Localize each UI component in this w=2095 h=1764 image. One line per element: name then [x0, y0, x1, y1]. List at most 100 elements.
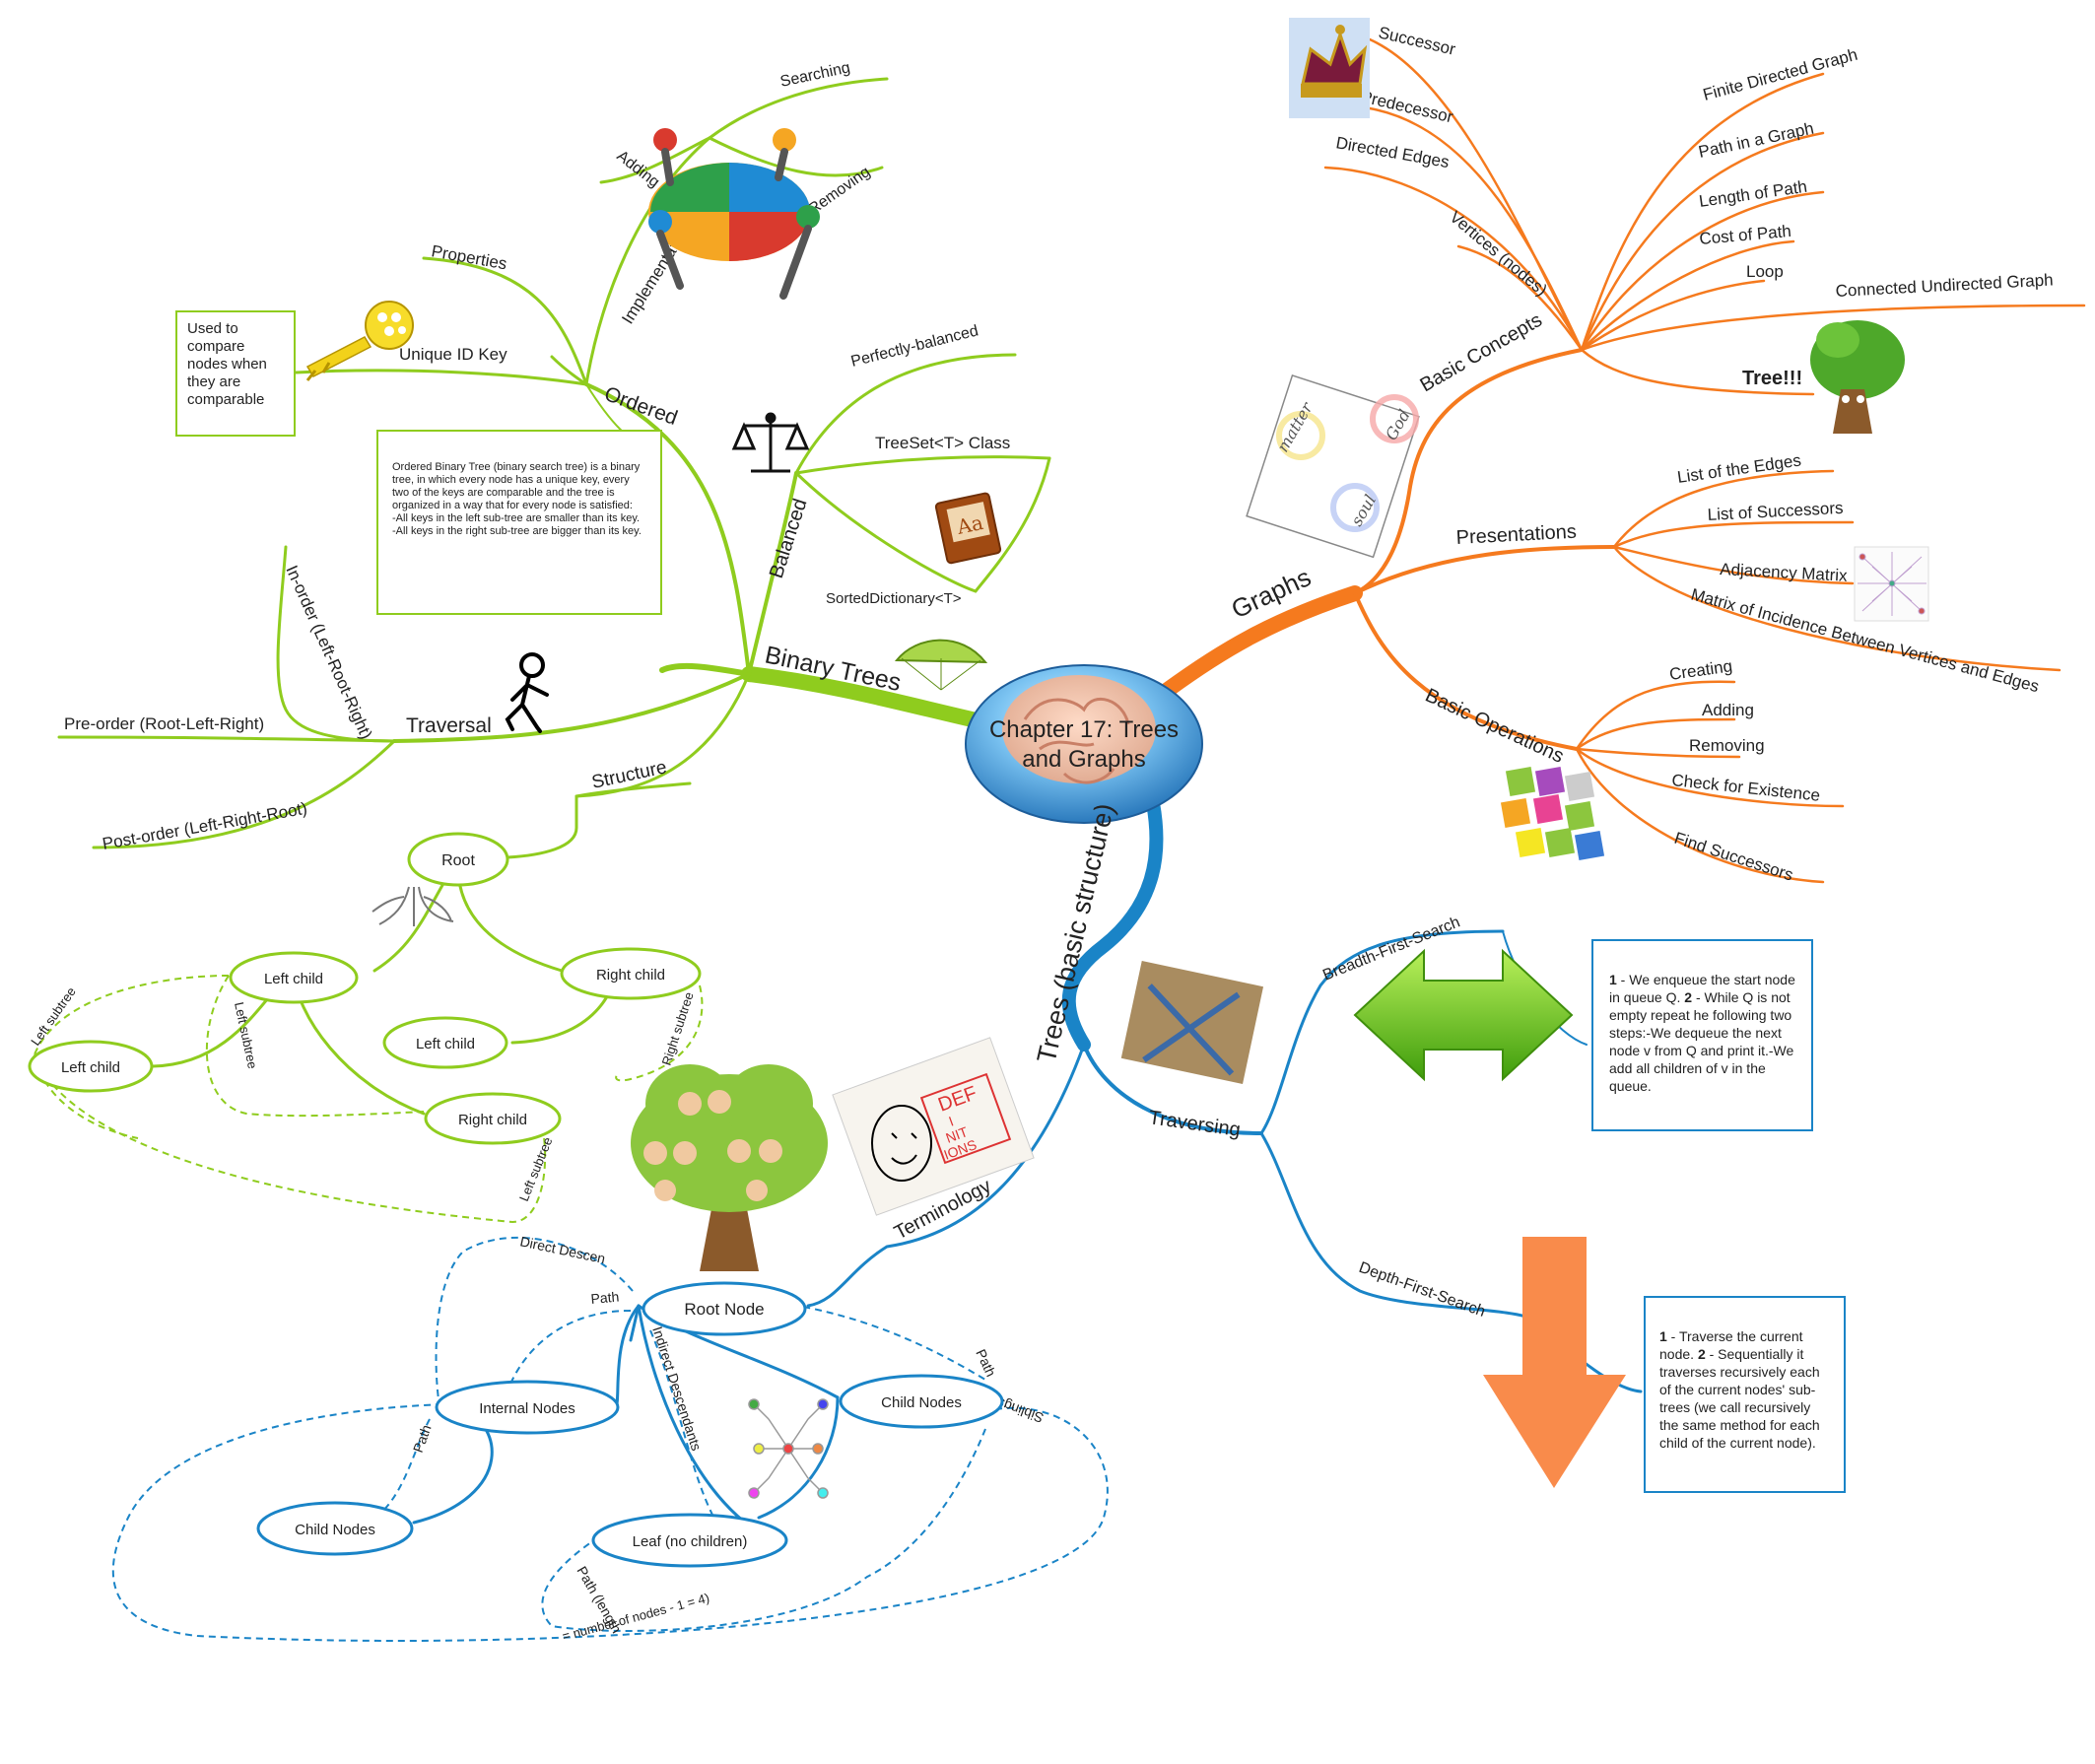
running-man-icon	[505, 652, 549, 733]
concept-finite-directed-graph[interactable]: Finite Directed Graph	[1701, 45, 1859, 104]
sorted-dictionary-label[interactable]: SortedDictionary<T>	[826, 590, 962, 607]
right-subtree-label: Right subtree	[659, 990, 697, 1067]
node-root-node[interactable]: Root Node	[642, 1281, 807, 1336]
book-icon: Aa	[934, 492, 1002, 565]
key-note: Used to compare nodes when they are comp…	[175, 310, 296, 437]
crown-icon	[1289, 18, 1370, 118]
left-subtree-label: Left subtree	[28, 984, 79, 1049]
balanced-label[interactable]: Balanced	[766, 496, 812, 580]
concept-length-of-path[interactable]: Length of Path	[1698, 177, 1808, 211]
basic-operations-label[interactable]: Basic Operations	[1422, 685, 1567, 768]
tree-character-icon	[1810, 320, 1905, 434]
root-node-label: Root Node	[684, 1300, 764, 1319]
concept-tree[interactable]: Tree!!!	[1742, 368, 1802, 389]
operation-removing[interactable]: Removing	[1689, 736, 1765, 755]
trees-labels: Trees (basic structure) Traversing Bread…	[410, 800, 1488, 1643]
internal-nodes-label: Internal Nodes	[479, 1400, 575, 1417]
node-root[interactable]: Root	[407, 832, 509, 887]
postorder-label[interactable]: Post-order (Left-Right-Root)	[101, 799, 308, 853]
dfs-note: 1 - Traverse the current node. 2 - Seque…	[1644, 1296, 1846, 1493]
searching-label[interactable]: Searching	[778, 59, 851, 91]
node-left-right-child[interactable]: Right child	[424, 1092, 562, 1145]
traversing-label[interactable]: Traversing	[1147, 1107, 1242, 1141]
preorder-label[interactable]: Pre-order (Root-Left-Right)	[64, 714, 264, 733]
image-word-nit: NIT	[944, 1123, 971, 1146]
center-title-line1: Chapter 17: Trees	[989, 716, 1179, 743]
brain-icon	[1002, 675, 1156, 783]
concept-vertices[interactable]: Vertices (nodes)	[1446, 208, 1550, 301]
presentations-label[interactable]: Presentations	[1455, 521, 1577, 549]
node-child-nodes-right[interactable]: Child Nodes	[839, 1374, 1004, 1429]
operation-creating[interactable]: Creating	[1668, 656, 1733, 684]
perfectly-balanced-label[interactable]: Perfectly-balanced	[849, 322, 980, 371]
terminology-nodes: Root Node Internal Nodes Child Nodes Chi…	[256, 1281, 1004, 1568]
center-topic[interactable]: Chapter 17: Trees and Graphs	[965, 664, 1203, 824]
path-label-1: Path	[590, 1289, 620, 1307]
node-right-child[interactable]: Right child	[560, 947, 702, 1000]
ordered-definition-note: Ordered Binary Tree (binary search tree)…	[376, 430, 662, 615]
left-child-label: Left child	[264, 971, 323, 987]
child-nodes-left-label: Child Nodes	[295, 1522, 375, 1538]
concept-path-in-graph[interactable]: Path in a Graph	[1697, 119, 1815, 162]
right-left-child-label: Left child	[416, 1036, 475, 1052]
concept-loop[interactable]: Loop	[1746, 262, 1784, 281]
definitions-image: DEF I NIT IONS	[832, 1037, 1035, 1216]
node-left-left-child[interactable]: Left child	[28, 1040, 154, 1093]
presentation-adjacency-matrix[interactable]: Adjacency Matrix	[1720, 560, 1849, 585]
operation-find-successors[interactable]: Find Successors	[1672, 829, 1795, 885]
parachute-icon	[894, 639, 988, 691]
properties-label[interactable]: Properties	[430, 241, 508, 273]
path-length-label-2: = number of nodes - 1 = 4)	[561, 1591, 711, 1644]
left-right-child-label: Right child	[458, 1112, 527, 1128]
left-subtree-bottom-label: Left subtree	[516, 1135, 556, 1203]
svg-text:Aa: Aa	[954, 510, 985, 539]
matter-god-soul-image: matter God soul	[1246, 374, 1420, 559]
concept-directed-edges[interactable]: Directed Edges	[1334, 133, 1451, 171]
right-child-label: Right child	[596, 967, 665, 984]
concept-connected-undirected-graph[interactable]: Connected Undirected Graph	[1835, 270, 2054, 301]
operation-adding[interactable]: Adding	[1702, 701, 1754, 719]
puzzle-team-icon	[648, 128, 820, 300]
node-right-left-child[interactable]: Left child	[382, 1016, 508, 1069]
family-tree-icon	[631, 1064, 828, 1271]
bfs-note: 1 - We enqueue the start node in queue Q…	[1591, 939, 1813, 1131]
unique-id-key-label[interactable]: Unique ID Key	[399, 345, 507, 364]
dfs-label[interactable]: Depth-First-Search	[1357, 1259, 1488, 1321]
bfs-label[interactable]: Breadth-First-Search	[1320, 914, 1462, 984]
graphs-branch	[1160, 37, 2086, 884]
adding-label[interactable]: Adding	[614, 148, 663, 191]
presentation-list-of-successors[interactable]: List of Successors	[1707, 499, 1844, 524]
left-left-child-label: Left child	[61, 1059, 120, 1076]
child-nodes-right-label: Child Nodes	[881, 1394, 962, 1411]
inorder-label[interactable]: In-order (Left-Root-Right)	[282, 563, 375, 742]
node-child-nodes-left[interactable]: Child Nodes	[256, 1501, 414, 1556]
treeset-label[interactable]: TreeSet<T> Class	[875, 434, 1010, 452]
concept-successor[interactable]: Successor	[1377, 23, 1457, 58]
root-label: Root	[441, 852, 475, 869]
node-leaf[interactable]: Leaf (no children)	[591, 1513, 788, 1568]
path-label-3: Path	[410, 1422, 435, 1455]
key-icon	[305, 301, 414, 381]
binary-tree-subtree-links	[33, 975, 704, 1224]
leaf-label: Leaf (no children)	[633, 1533, 748, 1550]
binary-trees-branch	[57, 77, 1051, 1116]
node-internal-nodes[interactable]: Internal Nodes	[435, 1380, 620, 1435]
graph-network-icon	[1854, 546, 1929, 622]
direct-descendants-label: Direct Descen	[518, 1233, 606, 1266]
indirect-descendants-label: Indirect Descendants	[649, 1324, 705, 1453]
radial-tree-icon	[748, 1398, 829, 1499]
traversal-label[interactable]: Traversal	[406, 714, 492, 737]
roots-icon	[372, 886, 454, 926]
scales-icon	[731, 412, 810, 473]
node-left-child[interactable]: Left child	[229, 951, 359, 1004]
math-blocks-icon	[1500, 766, 1605, 861]
structure-nodes: Root Left child Right child Left child R…	[28, 832, 702, 1203]
highway-photo	[1116, 956, 1268, 1089]
image-word-i: I	[947, 1113, 956, 1128]
center-title-line2: and Graphs	[1022, 746, 1145, 773]
down-arrow-icon	[1483, 1237, 1626, 1488]
path-label-2: Path	[973, 1347, 999, 1380]
presentation-list-of-edges[interactable]: List of the Edges	[1676, 451, 1802, 487]
double-arrow-icon	[1353, 948, 1574, 1082]
